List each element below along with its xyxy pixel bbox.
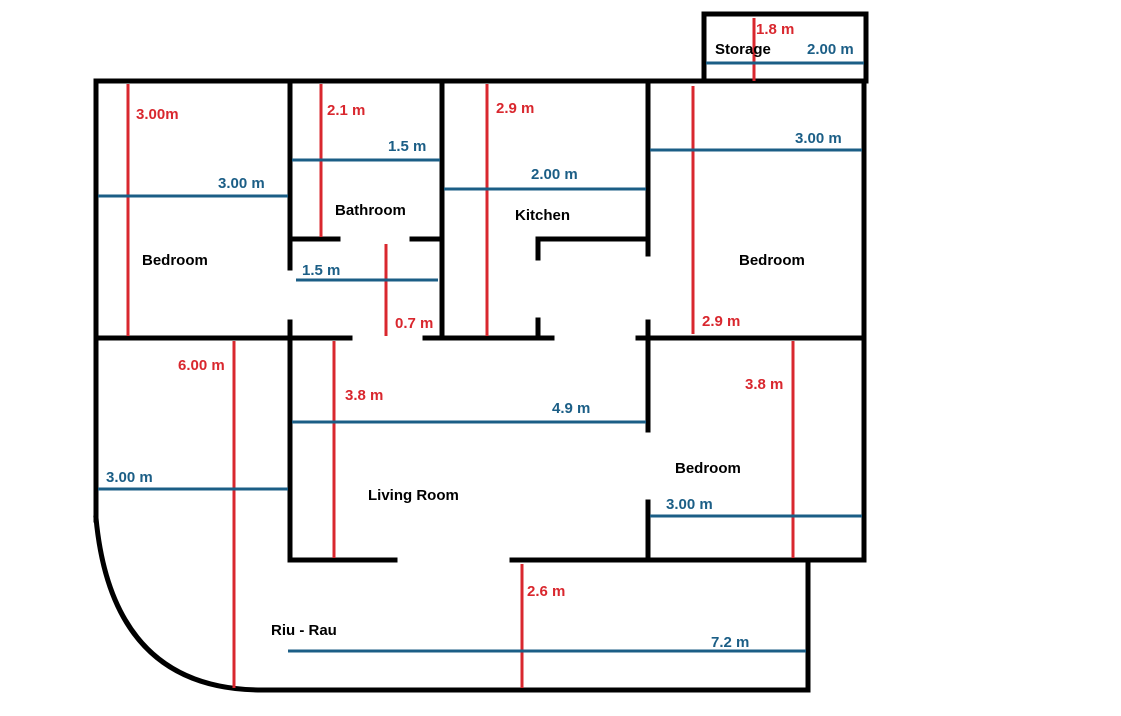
dim-label-bedroom-lower-width: 3.00 m (666, 496, 713, 513)
height-dimension-lines (126, 18, 795, 688)
dim-label-bedroom-left-width: 3.00 m (218, 175, 265, 192)
dim-label-hall-width: 1.5 m (302, 262, 340, 279)
dim-label-bedroom-right-height: 2.9 m (702, 313, 740, 330)
dim-label-living-height: 3.8 m (345, 387, 383, 404)
dim-label-riu-rau-width: 7.2 m (711, 634, 749, 651)
room-label-living-room: Living Room (368, 487, 459, 504)
height-dimension-labels: 1.8 m 3.00m 2.1 m 2.9 m 0.7 m 2.9 m 6.00… (136, 21, 794, 600)
room-labels: Storage Bathroom Kitchen Bedroom Bedroom… (142, 41, 805, 639)
room-label-riu-rau: Riu - Rau (271, 622, 337, 639)
room-label-bathroom: Bathroom (335, 202, 406, 219)
width-dimension-lines (98, 61, 864, 653)
dim-label-storage-height: 1.8 m (756, 21, 794, 38)
storage-walls (701, 11, 869, 84)
riu-rau-curved-wall (93, 515, 265, 693)
dim-label-bedroom-right-width: 3.00 m (795, 130, 842, 147)
dim-label-bedroom-left-height: 3.00m (136, 106, 179, 123)
dim-label-hall-depth: 0.7 m (395, 315, 433, 332)
room-label-storage: Storage (715, 41, 771, 58)
room-label-bedroom-right: Bedroom (739, 252, 805, 269)
width-dimension-labels: 2.00 m 3.00 m 1.5 m 1.5 m 2.00 m 3.00 m … (106, 41, 854, 651)
walls (93, 11, 869, 693)
dim-label-bedroom-lower-height: 3.8 m (745, 376, 783, 393)
dim-label-riu-rau-left-height: 6.00 m (178, 357, 225, 374)
dim-label-kitchen-width: 2.00 m (531, 166, 578, 183)
dim-label-riu-rau-height: 2.6 m (527, 583, 565, 600)
dim-label-living-width: 4.9 m (552, 400, 590, 417)
room-label-kitchen: Kitchen (515, 207, 570, 224)
dim-label-riu-rau-left-width: 3.00 m (106, 469, 153, 486)
dim-label-kitchen-height: 2.9 m (496, 100, 534, 117)
dim-label-bathroom-height: 2.1 m (327, 102, 365, 119)
room-label-bedroom-left: Bedroom (142, 252, 208, 269)
dim-label-bathroom-width: 1.5 m (388, 138, 426, 155)
dim-label-storage-width: 2.00 m (807, 41, 854, 58)
room-label-bedroom-lower: Bedroom (675, 460, 741, 477)
